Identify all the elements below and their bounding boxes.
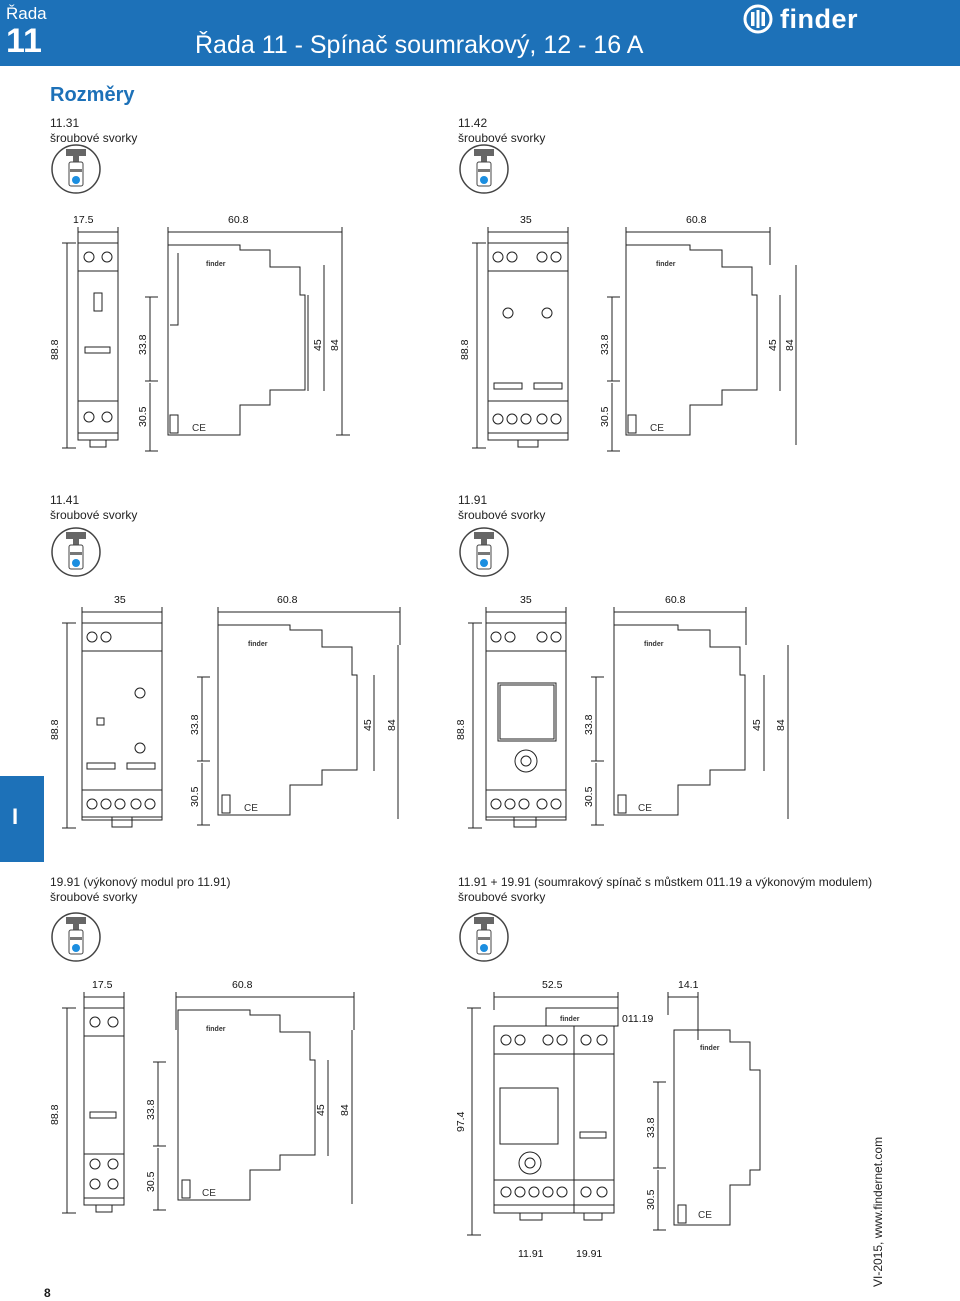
caption-terminals: šroubové svorky (458, 131, 546, 145)
dim-45: 45 (767, 339, 779, 351)
page-header: Řada 11 Řada 11 - Spínač soumrakový, 12 … (0, 0, 960, 66)
dim-depth: 60.8 (232, 979, 253, 991)
caption-code: 11.91 + 19.91 (soumrakový spínač s můstk… (458, 875, 873, 889)
screw-terminal-icon (51, 527, 101, 577)
finder-logo: finder (742, 4, 858, 34)
section-title: Rozměry (50, 84, 135, 106)
caption-code: 11.42 (458, 116, 488, 130)
series-label: Řada (6, 4, 47, 23)
ce-mark: CE (638, 803, 652, 814)
dim-84: 84 (386, 719, 398, 731)
caption-11-42: 11.42 šroubové svorky (458, 116, 545, 146)
dimension-drawing-11-31: 17.5 60.8 88.8 33.8 30.5 45 84 finder CE (49, 214, 350, 452)
dim-mid: 33.8 (599, 334, 611, 355)
series-number: 11 (6, 22, 42, 60)
dimension-drawing-19-91: 17.5 60.8 88.8 33.8 30.5 45 84 finder CE (49, 979, 355, 1214)
finder-mark: finder (206, 261, 226, 268)
caption-terminals: šroubové svorky (50, 890, 138, 904)
dim-height: 88.8 (459, 339, 471, 360)
module-label-right: 19.91 (576, 1248, 602, 1260)
dimension-drawing-combo: 52.5 14.1 011.19 97.4 33.8 30.5 11.91 19… (455, 979, 761, 1260)
dim-84: 84 (339, 1104, 351, 1116)
caption-11-41: 11.41 šroubové svorky (50, 493, 137, 523)
dim-height: 88.8 (49, 1104, 61, 1125)
caption-11-91-19-91: 11.91 + 19.91 (soumrakový spínač s můstk… (458, 875, 872, 905)
dim-depth: 60.8 (665, 594, 686, 606)
finder-mark: finder (206, 1026, 226, 1033)
section-side-tab: I (0, 776, 44, 862)
caption-code: 11.31 (50, 116, 80, 130)
finder-mark: finder (560, 1016, 580, 1023)
caption-11-31: 11.31 šroubové svorky (50, 116, 137, 146)
dim-low: 30.5 (645, 1189, 657, 1210)
dim-height: 97.4 (455, 1111, 467, 1132)
dim-84: 84 (784, 339, 796, 351)
dim-width: 35 (520, 594, 532, 606)
dim-mid: 33.8 (189, 714, 201, 735)
ce-mark: CE (244, 803, 258, 814)
dim-mid: 33.8 (145, 1099, 157, 1120)
module-label-left: 11.91 (518, 1248, 544, 1260)
dim-depth: 60.8 (277, 594, 298, 606)
dim-45: 45 (312, 339, 324, 351)
footer-text: VI-2015, www.findernet.com (871, 1136, 885, 1287)
finder-mark: finder (644, 641, 664, 648)
dim-height: 88.8 (455, 719, 467, 740)
screw-terminal-icon (459, 527, 509, 577)
dim-low: 30.5 (137, 406, 149, 427)
dim-width: 35 (114, 594, 126, 606)
dimension-drawing-11-91: 35 60.8 88.8 33.8 30.5 45 84 finder CE (455, 594, 789, 829)
dim-45: 45 (362, 719, 374, 731)
finder-mark: finder (656, 261, 676, 268)
caption-terminals: šroubové svorky (458, 508, 546, 522)
dimension-drawing-11-41: 35 60.8 88.8 33.8 30.5 45 84 finder CE (49, 594, 401, 829)
bridge-label: 011.19 (622, 1013, 653, 1025)
dim-height: 88.8 (49, 339, 61, 360)
dim-84: 84 (329, 339, 341, 351)
finder-logo-icon (743, 4, 773, 34)
dim-low: 30.5 (599, 406, 611, 427)
caption-code: 11.41 (50, 493, 80, 507)
logo-text: finder (780, 3, 859, 34)
dim-depth: 60.8 (228, 214, 249, 226)
dim-height: 88.8 (49, 719, 61, 740)
dim-width: 17.5 (92, 979, 113, 991)
dim-84: 84 (775, 719, 787, 731)
screw-terminal-icon (459, 912, 509, 962)
dim-mid: 33.8 (137, 334, 149, 355)
dim-bridge-depth: 14.1 (678, 979, 699, 991)
ce-mark: CE (698, 1210, 712, 1221)
screw-terminal-icon (459, 144, 509, 194)
caption-19-91: 19.91 (výkonový modul pro 11.91) šroubov… (50, 875, 231, 905)
caption-terminals: šroubové svorky (50, 508, 138, 522)
page-title: Řada 11 - Spínač soumrakový, 12 - 16 A (195, 31, 644, 59)
caption-code: 19.91 (výkonový modul pro 11.91) (50, 875, 231, 889)
dim-mid: 33.8 (583, 714, 595, 735)
dim-depth: 60.8 (686, 214, 707, 226)
ce-mark: CE (192, 423, 206, 434)
dim-width: 35 (520, 214, 532, 226)
dim-low: 30.5 (145, 1171, 157, 1192)
finder-mark: finder (700, 1045, 720, 1052)
caption-code: 11.91 (458, 493, 488, 507)
caption-terminals: šroubové svorky (458, 890, 546, 904)
screw-terminal-icon (51, 144, 101, 194)
dim-low: 30.5 (583, 786, 595, 807)
dim-45: 45 (315, 1104, 327, 1116)
dim-width: 17.5 (73, 214, 94, 226)
caption-terminals: šroubové svorky (50, 131, 138, 145)
dim-mid: 33.8 (645, 1117, 657, 1138)
dimension-drawing-11-42: 35 60.8 88.8 33.8 30.5 45 84 finder CE (459, 214, 797, 452)
side-tab-letter: I (12, 804, 19, 829)
page-number: 8 (44, 1286, 51, 1300)
dim-low: 30.5 (189, 786, 201, 807)
caption-11-91: 11.91 šroubové svorky (458, 493, 545, 523)
ce-mark: CE (202, 1188, 216, 1199)
ce-mark: CE (650, 423, 664, 434)
screw-terminal-icon (51, 912, 101, 962)
dim-45: 45 (751, 719, 763, 731)
dim-width: 52.5 (542, 979, 563, 991)
finder-mark: finder (248, 641, 268, 648)
